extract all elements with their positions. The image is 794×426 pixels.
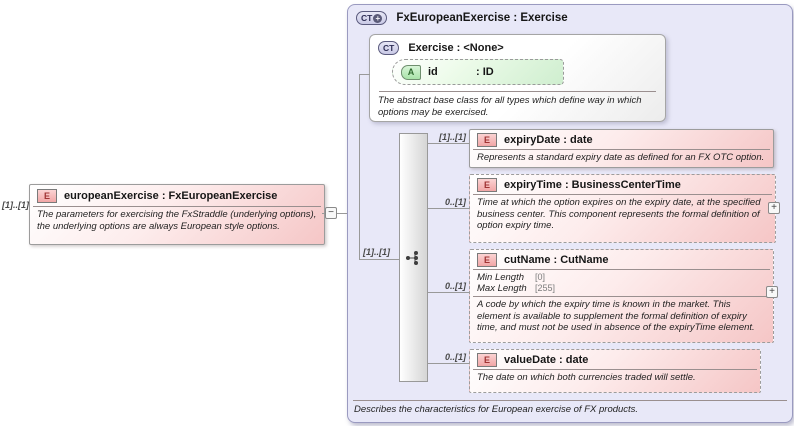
attribute-icon: A <box>401 64 421 80</box>
element-valueDate[interactable]: E valueDate : date The date on which bot… <box>469 349 761 393</box>
basetype-header: CT Exercise : <None> <box>370 35 665 57</box>
complextype-FxEuropeanExercise[interactable]: CT+ FxEuropeanExercise : Exercise CT Exe… <box>347 4 793 423</box>
expand-button[interactable]: + <box>766 286 778 298</box>
sequence-icon <box>405 250 418 265</box>
element-annotation: The date on which both currencies traded… <box>477 372 696 383</box>
connector-line <box>359 74 360 259</box>
basetype-title: Exercise : <None> <box>408 42 504 54</box>
ct-badge-label: CT <box>361 13 373 23</box>
child-cardinality-label: 0..[1] <box>444 197 466 207</box>
child-cardinality-label: 0..[1] <box>444 281 466 291</box>
extension-plus-icon: + <box>373 13 383 23</box>
collapse-button[interactable]: − <box>325 207 337 219</box>
element-cutName[interactable]: E cutName : CutName Min Length [0] Max L… <box>469 249 774 343</box>
divider <box>473 296 770 297</box>
element-icon: E <box>477 133 497 147</box>
basetype-annotation: The abstract base class for all types wh… <box>378 95 642 118</box>
divider <box>473 369 757 370</box>
element-title: europeanExercise : FxEuropeanExercise <box>64 190 278 202</box>
complextype-header: CT+ FxEuropeanExercise : Exercise <box>356 11 568 25</box>
connector-line <box>428 363 469 364</box>
attribute-id[interactable]: A id : ID <box>392 59 564 85</box>
basetype-Exercise[interactable]: CT Exercise : <None> A id : ID The abstr… <box>369 34 666 122</box>
divider <box>353 400 787 401</box>
complextype-annotation: Describes the characteristics for Europe… <box>354 404 639 415</box>
connector-line <box>428 292 469 293</box>
divider <box>473 194 772 195</box>
child-cardinality-label: 0..[1] <box>444 352 466 362</box>
complextype-title: FxEuropeanExercise : Exercise <box>396 12 568 24</box>
complextype-icon: CT+ <box>356 11 388 25</box>
sequence-bar[interactable] <box>399 133 428 382</box>
element-icon: E <box>477 178 497 192</box>
divider <box>33 206 321 207</box>
attribute-name: id <box>428 66 438 78</box>
element-icon: E <box>477 353 497 367</box>
divider <box>379 91 656 92</box>
element-icon: E <box>37 189 57 203</box>
element-title: cutName : CutName <box>504 254 609 266</box>
element-header: E cutName : CutName <box>470 250 773 269</box>
child-cardinality-label: [1]..[1] <box>439 132 466 142</box>
divider <box>473 269 770 270</box>
attribute-type: : ID <box>476 66 494 78</box>
element-title: expiryDate : date <box>504 134 593 146</box>
element-title: valueDate : date <box>504 354 589 366</box>
element-header: E europeanExercise : FxEuropeanExercise <box>30 185 324 206</box>
element-annotation: The parameters for exercising the FxStra… <box>37 209 317 232</box>
connector-line <box>359 259 399 260</box>
connector-line <box>359 74 370 75</box>
facet-max-length: Max Length [255] <box>477 283 556 294</box>
sequence-cardinality-label: [1]..[1] <box>363 247 390 257</box>
element-europeanExercise[interactable]: E europeanExercise : FxEuropeanExercise … <box>29 184 325 245</box>
element-annotation: Time at which the option expires on the … <box>477 197 761 231</box>
connector-line <box>428 143 469 144</box>
element-header: E valueDate : date <box>470 350 760 369</box>
element-expiryTime[interactable]: E expiryTime : BusinessCenterTime Time a… <box>469 174 776 243</box>
element-icon: E <box>477 253 497 267</box>
element-expiryDate[interactable]: E expiryDate : date Represents a standar… <box>469 129 774 168</box>
basetype-icon: CT <box>378 41 400 55</box>
connector-line <box>428 208 469 209</box>
element-annotation: Represents a standard expiry date as def… <box>477 152 765 163</box>
source-cardinality-label: [1]..[1] <box>2 200 29 210</box>
element-header: E expiryDate : date <box>470 130 773 149</box>
divider <box>473 149 770 150</box>
element-title: expiryTime : BusinessCenterTime <box>504 179 681 191</box>
element-header: E expiryTime : BusinessCenterTime <box>470 175 775 194</box>
element-annotation: A code by which the expiry time is known… <box>477 299 755 333</box>
expand-button[interactable]: + <box>768 202 780 214</box>
facet-min-length: Min Length [0] <box>477 272 546 283</box>
